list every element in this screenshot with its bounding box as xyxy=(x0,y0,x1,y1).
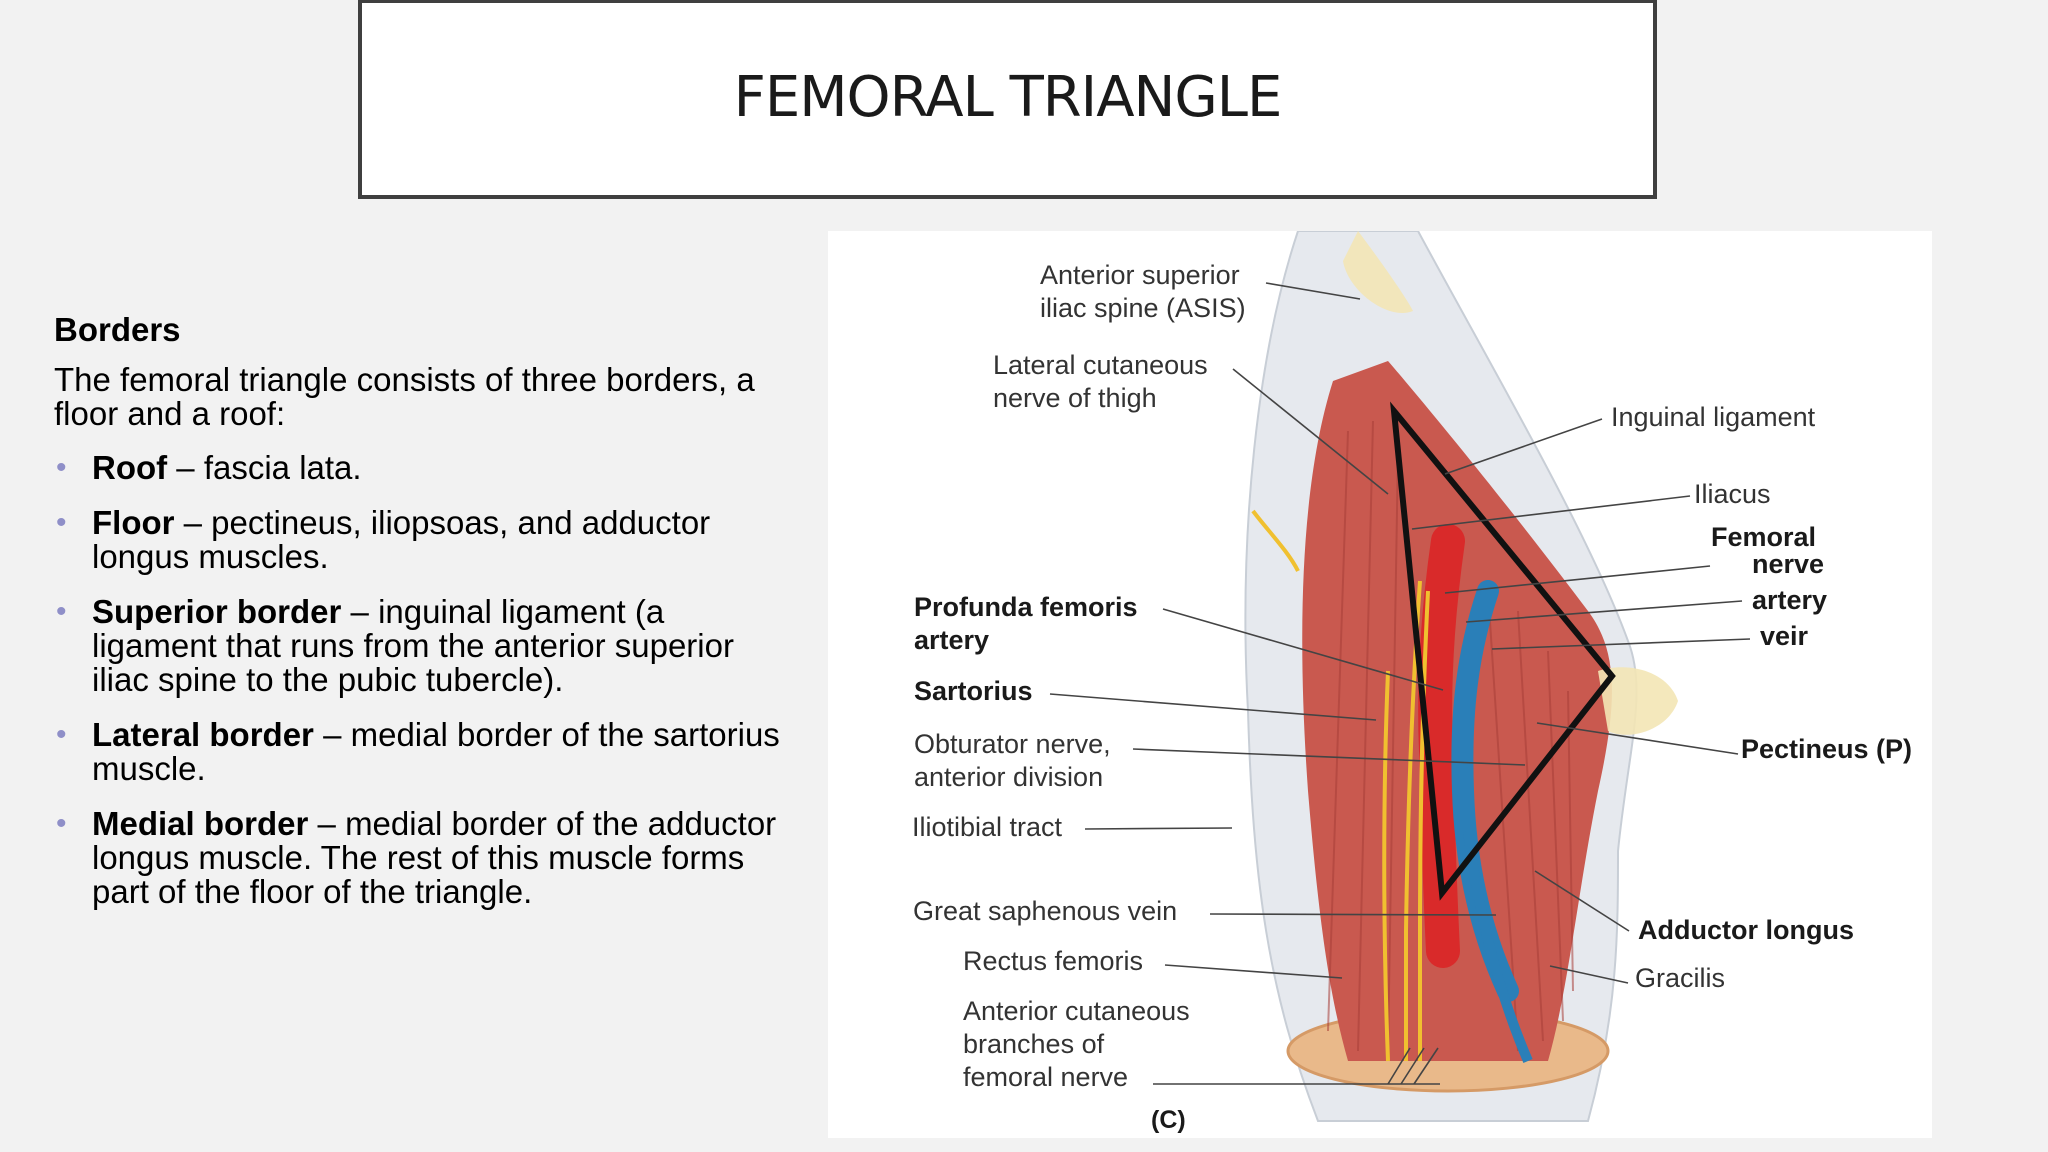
label-sartorius: Sartorius xyxy=(914,676,1033,706)
slide-title: FEMORAL TRIANGLE xyxy=(733,64,1283,130)
label-obturator-nerve: Obturator nerve, anterior division xyxy=(914,729,1111,792)
label-profunda-femoris: Profunda femoris artery xyxy=(914,592,1138,655)
title-box: FEMORAL TRIANGLE xyxy=(358,0,1657,199)
bullet-dot-icon: • xyxy=(56,505,67,539)
label-inguinal-ligament: Inguinal ligament xyxy=(1611,402,1816,432)
label-iliacus: Iliacus xyxy=(1694,479,1771,509)
label-artery: artery xyxy=(1752,585,1828,615)
bullet-floor: • Floor – pectineus, iliopsoas, and adduc… xyxy=(54,503,794,575)
saphenous-vein xyxy=(1463,830,1533,1063)
leader-lines xyxy=(1049,282,1751,1085)
muscle-fibres xyxy=(1327,420,1574,1052)
bullet-term: Medial border xyxy=(92,804,309,842)
label-femoral: Femoral xyxy=(1711,522,1817,552)
borders-section: Borders The femoral triangle consists of… xyxy=(54,311,794,930)
asis-bone xyxy=(1343,231,1413,313)
label-iliotibial-tract: Iliotibial tract xyxy=(912,812,1063,842)
section-heading: Borders xyxy=(54,311,181,348)
bullet-dot-icon: • xyxy=(56,806,67,840)
bullet-superior-border: • Superior border – inguinal ligament (a … xyxy=(54,592,794,698)
label-rectus-femoris: Rectus femoris xyxy=(963,946,1144,976)
bullet-term: Floor xyxy=(92,503,175,541)
label-lateral-cutaneous-nerve: Lateral cutaneous nerve of thigh xyxy=(993,350,1208,413)
bullet-list: • Roof – fascia lata. • Floor – pectineus,… xyxy=(54,448,794,910)
bullet-roof: • Roof – fascia lata. xyxy=(54,448,794,486)
label-gracilis: Gracilis xyxy=(1635,963,1726,993)
bullet-term: Lateral border xyxy=(92,715,314,753)
bullet-dot-icon: • xyxy=(56,717,67,751)
label-great-saphenous-vein: Great saphenous vein xyxy=(913,896,1178,926)
bullet-dot-icon: • xyxy=(56,594,67,628)
anatomy-figure: Anterior superior iliac spine (ASIS) Lat… xyxy=(828,231,1932,1138)
label-vein: veir xyxy=(1760,621,1809,651)
bullet-dot-icon: • xyxy=(56,450,67,484)
label-panel-c: (C) xyxy=(1151,1106,1186,1134)
bullet-text: – medial border of the adductor longus m… xyxy=(92,804,777,910)
bullet-text: – pectineus, iliopsoas, and adductor lon… xyxy=(92,503,711,575)
label-pectineus: Pectineus (P) xyxy=(1741,734,1913,764)
bullet-medial-border: • Medial border – medial border of the ad… xyxy=(54,804,794,910)
bullet-term: Roof xyxy=(92,448,168,486)
bullet-lateral-border: • Lateral border – medial border of the s… xyxy=(54,715,794,787)
thigh-illustration xyxy=(1049,231,1751,1122)
label-nerve: nerve xyxy=(1752,549,1825,579)
bullet-text: – fascia lata. xyxy=(167,448,362,486)
label-asis: Anterior superior iliac spine (ASIS) xyxy=(1040,260,1246,323)
label-adductor-longus: Adductor longus xyxy=(1638,915,1854,945)
intro-text: The femoral triangle consists of three b… xyxy=(54,360,755,432)
femoral-triangle-outline xyxy=(1390,401,1616,901)
bullet-term: Superior border xyxy=(92,592,342,630)
bullet-text: – medial border of the sartorius muscle. xyxy=(92,715,780,787)
pubic-bone xyxy=(1598,667,1678,735)
label-anterior-cutaneous-branches: Anterior cutaneous branches of femoral n… xyxy=(963,996,1190,1092)
bullet-text: – inguinal ligament (a ligament that run… xyxy=(92,592,734,698)
